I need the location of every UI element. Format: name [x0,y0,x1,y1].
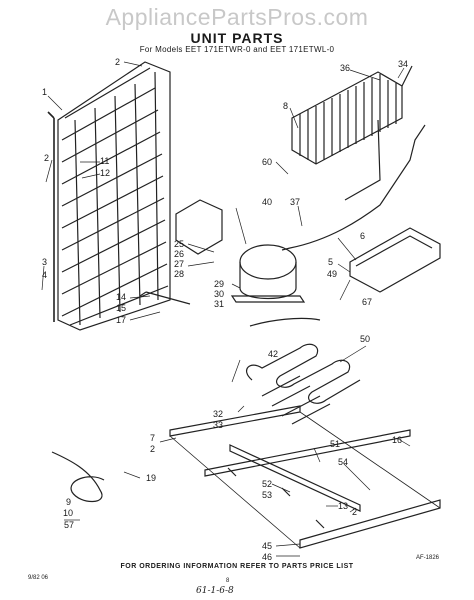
callout-46: 46 [262,552,273,562]
callout-33: 33 [213,420,224,430]
callout-9: 9 [66,497,72,507]
callout-67: 67 [362,297,373,307]
callout-15: 15 [116,303,127,313]
callout-16: 16 [392,435,403,445]
callout-25: 25 [174,239,185,249]
date-stamp: 9/82 06 [28,575,49,581]
figure-code: AF-1826 [416,555,440,561]
model-numbers: For Models EET 171ETWR-0 and EET 171ETWL… [139,45,335,54]
callout-26: 26 [174,249,185,259]
compressor [175,199,306,303]
handwritten-note: 61-1-6-8 [196,586,234,596]
callout-11: 11 [100,156,110,166]
callout-57: 57 [64,520,75,530]
callout-1: 1 [42,87,48,97]
relay-cover [175,199,223,255]
defrost-heater-coil [246,343,361,425]
page-mark: 8 [226,578,230,584]
callout-5: 5 [328,257,334,267]
callout-45: 45 [262,541,273,551]
condenser-coil [291,65,413,165]
callout-36: 36 [340,63,351,73]
callout-19: 19 [146,473,157,483]
callout-28: 28 [174,269,185,279]
callout-32: 32 [213,409,224,419]
callout-14: 14 [116,292,127,302]
callout-13: 13 [338,501,349,511]
callout-54: 54 [338,457,349,467]
callout-37: 37 [290,197,301,207]
diagram-title: UNIT PARTS [190,30,284,46]
callout-10: 10 [63,508,74,518]
capillary-tube [344,119,381,201]
callout-8: 8 [283,101,289,111]
callout-7: 7 [150,433,156,443]
callout-2: 2 [115,57,121,67]
watermark: AppliancePartsPros.com [105,4,369,30]
heat-loop-tube [281,124,426,251]
callout-34: 34 [398,59,409,69]
callout-3: 3 [42,257,48,267]
power-cord [51,451,105,503]
callout-60: 60 [262,157,273,167]
callout-40: 40 [262,197,273,207]
callout-52: 52 [262,479,273,489]
callout-2: 2 [150,444,156,454]
callout-42: 42 [268,349,279,359]
compressor-mounting-frame [169,405,441,549]
callout-4: 4 [42,270,48,280]
leader-lines [41,61,411,557]
callout-30: 30 [214,289,225,299]
callout-51: 51 [330,439,341,449]
mounting-bracket [139,291,191,305]
evaporator-coil [47,61,171,331]
callout-17: 17 [116,315,127,325]
callout-2: 2 [352,507,358,517]
callout-29: 29 [214,279,225,289]
drain-pan [349,227,441,293]
ordering-note: FOR ORDERING INFORMATION REFER TO PARTS … [120,563,354,570]
callout-2: 2 [44,153,50,163]
callout-50: 50 [360,334,371,344]
callout-12: 12 [100,168,111,178]
callout-31: 31 [214,299,225,309]
callout-6: 6 [360,231,366,241]
callout-27: 27 [174,259,185,269]
callout-49: 49 [327,269,338,279]
callout-53: 53 [262,490,273,500]
heater-wire [249,317,321,327]
